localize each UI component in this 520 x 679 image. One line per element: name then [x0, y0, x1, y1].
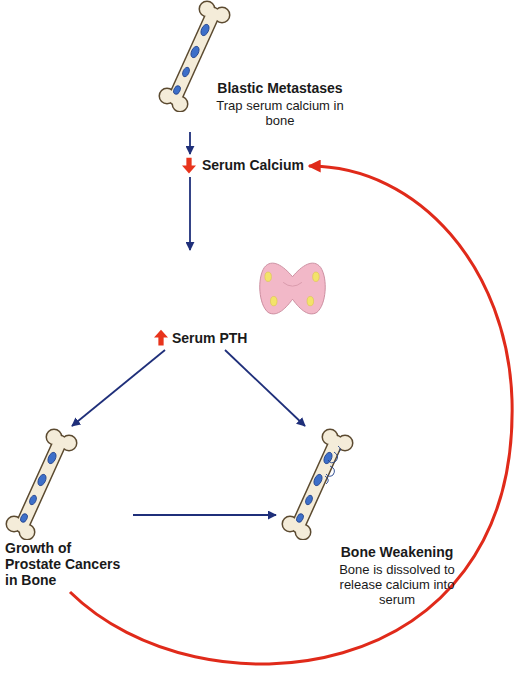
diagram-node: Growth of Prostate Cancers in Bone	[2, 428, 132, 591]
decrease-arrow	[182, 157, 196, 174]
node-title: Bone Weakening	[338, 544, 456, 560]
diagram-node: Serum Calcium	[178, 156, 307, 176]
thyroid-illustration	[255, 258, 330, 318]
bone-illustration	[2, 428, 82, 540]
flow-arrow	[189, 132, 191, 154]
node-body: Bone is dissolved to release calcium int…	[338, 562, 456, 607]
flow-arrow	[225, 350, 305, 426]
diagram-node: Bone WeakeningBone is dissolved to relea…	[278, 428, 459, 610]
text-block: Blastic MetastasesTrap serum calcium in …	[205, 80, 355, 128]
node-title: Blastic Metastases	[205, 80, 355, 96]
flow-arrow	[72, 350, 165, 426]
node-title: Growth of Prostate Cancers in Bone	[5, 540, 127, 588]
node-title: Serum Calcium	[202, 157, 304, 173]
increase-arrow	[154, 329, 168, 346]
node-body: Trap serum calcium in bone	[205, 98, 355, 128]
text-block: Serum PTH	[172, 330, 247, 346]
feedback-arrow	[70, 166, 512, 664]
diagram-node: Serum PTH	[150, 252, 335, 349]
diagram-node: Blastic MetastasesTrap serum calcium in …	[155, 0, 360, 131]
text-block: Growth of Prostate Cancers in Bone	[5, 540, 127, 588]
flow-arrow	[133, 514, 276, 516]
flow-arrow	[189, 177, 191, 250]
weakened-bone-illustration	[278, 428, 358, 540]
text-block: Serum Calcium	[202, 157, 304, 173]
node-title: Serum PTH	[172, 330, 247, 346]
text-block: Bone WeakeningBone is dissolved to relea…	[338, 544, 456, 607]
